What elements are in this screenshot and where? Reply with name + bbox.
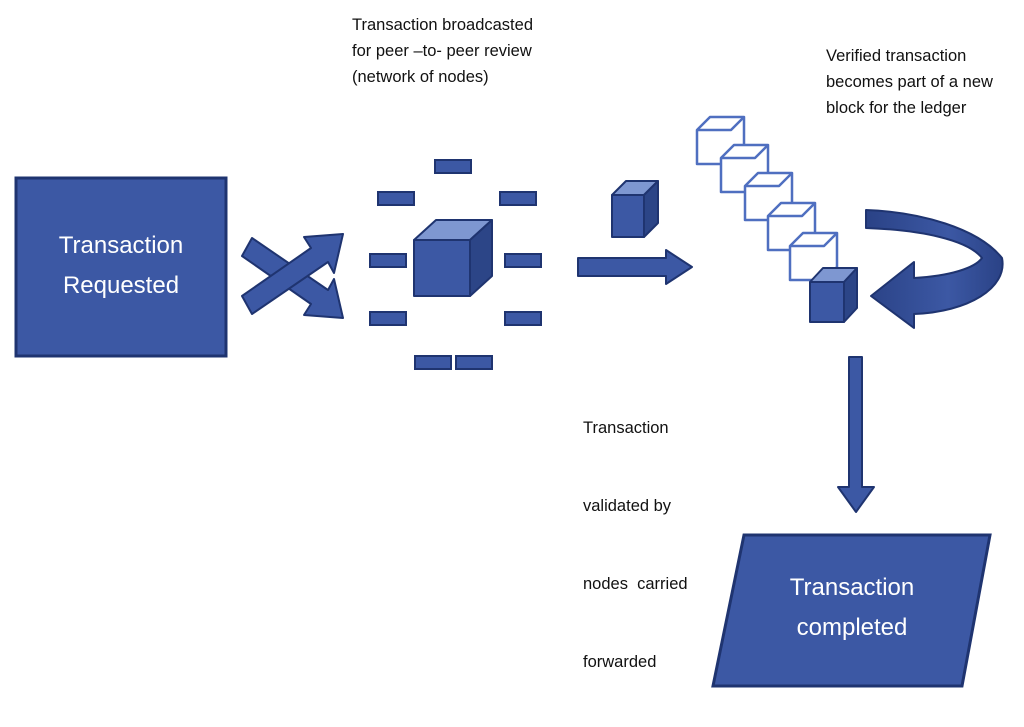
down-arrow — [837, 356, 875, 513]
transaction-requested-box — [14, 176, 228, 358]
arrow-up-right — [241, 233, 344, 315]
caption-line: validated by — [583, 497, 672, 515]
node-dash — [504, 311, 542, 326]
curved-return-arrow — [865, 209, 1004, 329]
node-network — [369, 159, 542, 370]
label-line: Transaction — [789, 574, 915, 601]
node-dash — [455, 355, 493, 370]
blockchain-transaction-diagram: Transaction Requested Transaction comple… — [14, 12, 1004, 688]
crossing-arrows — [241, 233, 344, 319]
node-dash — [369, 253, 407, 268]
caption-line: (network of nodes) — [352, 68, 489, 86]
node-dash — [504, 253, 542, 268]
validated-caption: Transaction validated by nodes carried f… — [583, 363, 688, 727]
node-dash — [499, 191, 537, 206]
caption-line: nodes carried — [583, 575, 688, 593]
transaction-requested-label: Transaction Requested — [16, 226, 226, 306]
new-block-icon — [809, 267, 858, 323]
transaction-completed-label: Transaction completed — [730, 568, 974, 648]
validated-transaction-cube-icon — [611, 180, 659, 238]
diagram-canvas — [14, 115, 1004, 688]
label-line: Transaction — [58, 232, 184, 259]
central-cube-icon — [413, 219, 493, 297]
caption-line: Verified transaction — [826, 47, 967, 65]
node-dash — [369, 311, 407, 326]
caption-line: for peer –to- peer review — [352, 42, 532, 60]
node-dash — [414, 355, 452, 370]
node-dash — [434, 159, 472, 174]
node-dash — [377, 191, 415, 206]
caption-line: forwarded — [583, 653, 657, 671]
label-line: Requested — [62, 272, 180, 299]
caption-line: Transaction broadcasted — [352, 16, 533, 34]
caption-line: block for the ledger — [826, 99, 967, 117]
broadcast-caption: Transaction broadcasted for peer –to- pe… — [352, 12, 533, 90]
label-line: completed — [796, 614, 908, 641]
forward-arrow — [577, 249, 693, 285]
caption-line: becomes part of a new — [826, 73, 993, 91]
ledger-chain — [695, 115, 839, 282]
caption-line: Transaction — [583, 419, 669, 437]
new-block-caption: Verified transaction becomes part of a n… — [826, 43, 993, 121]
transaction-completed-box — [711, 533, 992, 688]
